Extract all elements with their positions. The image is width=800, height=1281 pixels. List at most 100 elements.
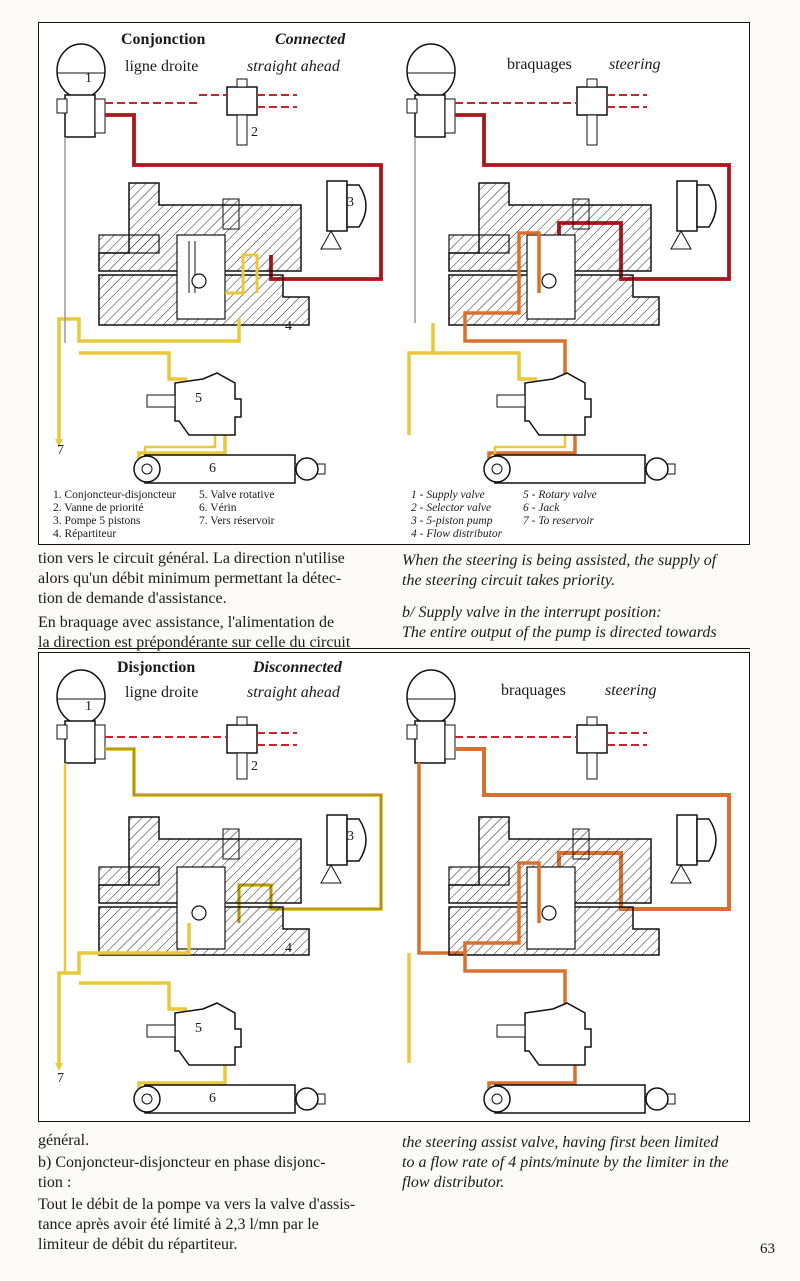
jack-cylinder-right (483, 1084, 676, 1114)
selector-valve (226, 716, 297, 780)
title-fr-left: Conjonction (121, 31, 206, 48)
callout-4: 4 (285, 319, 292, 334)
flow-distributor-right (448, 182, 660, 326)
supply-valve-accumulator-right (406, 43, 456, 138)
jack-cylinder-right (483, 454, 676, 484)
text-en-middle: When the steering is being assisted, the… (402, 551, 752, 643)
paragraph-line: b/ Supply valve in the interrupt positio… (402, 604, 662, 621)
jack-cylinder (133, 1084, 326, 1114)
five-piston-pump (320, 180, 367, 250)
supply-valve-accumulator (56, 669, 106, 764)
callout-6: 6 (209, 1091, 216, 1106)
text-fr-bottom: général. b) Conjoncteur-disjoncteur en p… (38, 1131, 388, 1255)
paragraph-line: flow distributor. (402, 1174, 505, 1191)
subtitle-en-left-bottom: straight ahead (247, 684, 340, 701)
text-fr-middle: tion vers le circuit général. La directi… (38, 549, 388, 653)
callout-2: 2 (251, 125, 258, 140)
legend-item: 4 - Flow distributor (411, 528, 503, 540)
selector-valve-right (576, 78, 647, 146)
legend-fr-col1: 1. Conjoncteur-disjoncteur 2. Vanne de p… (53, 489, 176, 541)
paragraph-line: The entire output of the pump is directe… (402, 624, 717, 641)
divider-line (38, 648, 750, 649)
selector-valve (199, 78, 297, 146)
right-diagram (406, 43, 731, 484)
five-piston-pump-right (670, 814, 717, 884)
legend-item: 3 - 5-piston pump (411, 515, 493, 527)
flow-distributor (98, 816, 310, 956)
callout-7: 7 (57, 1071, 64, 1086)
title-fr-right: braquages (507, 56, 572, 73)
paragraph-line: la direction est prépondérante sur celle… (38, 634, 351, 651)
rotary-valve-right (496, 1002, 592, 1066)
flow-distributor (98, 182, 310, 326)
callout-1: 1 (85, 71, 92, 86)
callout-1: 1 (85, 699, 92, 714)
paragraph-line: limiteur de débit du répartiteur. (38, 1236, 238, 1253)
title-en-left: Connected (275, 31, 346, 48)
paragraph-line: the steering assist valve, having first … (402, 1134, 719, 1151)
five-piston-pump (320, 814, 367, 884)
paragraph-line: tion : (38, 1174, 72, 1191)
paragraph-line: tion de demande d'assistance. (38, 590, 227, 607)
title-en-right-bottom: steering (605, 682, 657, 699)
supply-valve-accumulator-right (406, 669, 456, 764)
right-diagram-bottom (406, 669, 731, 1114)
paragraph-line: b) Conjoncteur-disjoncteur en phase disj… (38, 1154, 326, 1171)
legend-item: 7 - To reservoir (523, 515, 595, 527)
legend-item: 2. Vanne de priorité (53, 502, 144, 514)
callout-7: 7 (57, 443, 64, 458)
paragraph-line: général. (38, 1132, 90, 1149)
title-fr-left-bottom: Disjonction (117, 659, 196, 676)
page-number: 63 (760, 1241, 775, 1257)
paragraph-line: the steering circuit takes priority. (402, 572, 616, 589)
legend-item: 1. Conjoncteur-disjoncteur (53, 489, 177, 501)
legend-item: 1 - Supply valve (411, 489, 485, 501)
paragraph-line: Tout le débit de la pompe va vers la val… (38, 1196, 356, 1213)
legend-en-col2: 5 - Rotary valve 6 - Jack 7 - To reservo… (523, 489, 597, 528)
hydraulic-diagram-connected (55, 43, 731, 484)
five-piston-pump-right (670, 180, 717, 250)
subtitle-fr-left-bottom: ligne droite (125, 684, 199, 701)
paragraph-line: En braquage avec assistance, l'alimentat… (38, 614, 335, 631)
supply-valve-accumulator (56, 43, 106, 138)
left-diagram-bottom (55, 669, 383, 1114)
legend-item: 4. Répartiteur (53, 528, 117, 540)
legend-item: 2 - Selector valve (411, 502, 492, 514)
title-en-left-bottom: Disconnected (253, 659, 342, 676)
callout-5: 5 (195, 1021, 202, 1036)
legend-item: 5. Valve rotative (199, 489, 275, 501)
paragraph-line: alors qu'un débit minimum permettant la … (38, 570, 342, 587)
callout-4: 4 (285, 941, 292, 956)
title-fr-right-bottom: braquages (501, 682, 566, 699)
callout-2: 2 (251, 759, 258, 774)
subtitle-en-left: straight ahead (247, 58, 340, 75)
legend-en-col1: 1 - Supply valve 2 - Selector valve 3 - … (411, 489, 502, 541)
hydraulic-diagram-disconnected (55, 669, 731, 1114)
rotary-valve (146, 372, 242, 436)
legend-item: 7. Vers réservoir (199, 515, 275, 527)
legend-item: 6. Vérin (199, 502, 237, 514)
flow-distributor-right (448, 816, 660, 956)
title-en-right: steering (609, 56, 661, 73)
subtitle-fr-left: ligne droite (125, 58, 199, 75)
legend-fr-col2: 5. Valve rotative 6. Vérin 7. Vers réser… (199, 489, 274, 528)
diagram-panel-disconnected: Disjonction Disconnected ligne droite st… (38, 652, 750, 1122)
legend-item: 5 - Rotary valve (523, 489, 597, 501)
callout-5: 5 (195, 391, 202, 406)
paragraph-line: to a flow rate of 4 pints/minute by the … (402, 1154, 729, 1171)
left-diagram (55, 43, 383, 484)
text-en-bottom: the steering assist valve, having first … (402, 1133, 752, 1193)
paragraph-line: When the steering is being assisted, the… (402, 552, 717, 569)
jack-cylinder (133, 454, 326, 484)
paragraph-line: tion vers le circuit général. La directi… (38, 550, 345, 567)
callout-3: 3 (347, 195, 354, 210)
diagram-panel-connected: Conjonction Connected ligne droite strai… (38, 22, 750, 545)
callout-6: 6 (209, 461, 216, 476)
rotary-valve (146, 1002, 242, 1066)
legend-item: 3. Pompe 5 pistons (53, 515, 141, 527)
rotary-valve-right (496, 372, 592, 436)
legend-item: 6 - Jack (523, 502, 560, 514)
paragraph-line: tance après avoir été limité à 2,3 l/mn … (38, 1216, 319, 1233)
selector-valve-right (576, 716, 647, 780)
callout-3: 3 (347, 829, 354, 844)
